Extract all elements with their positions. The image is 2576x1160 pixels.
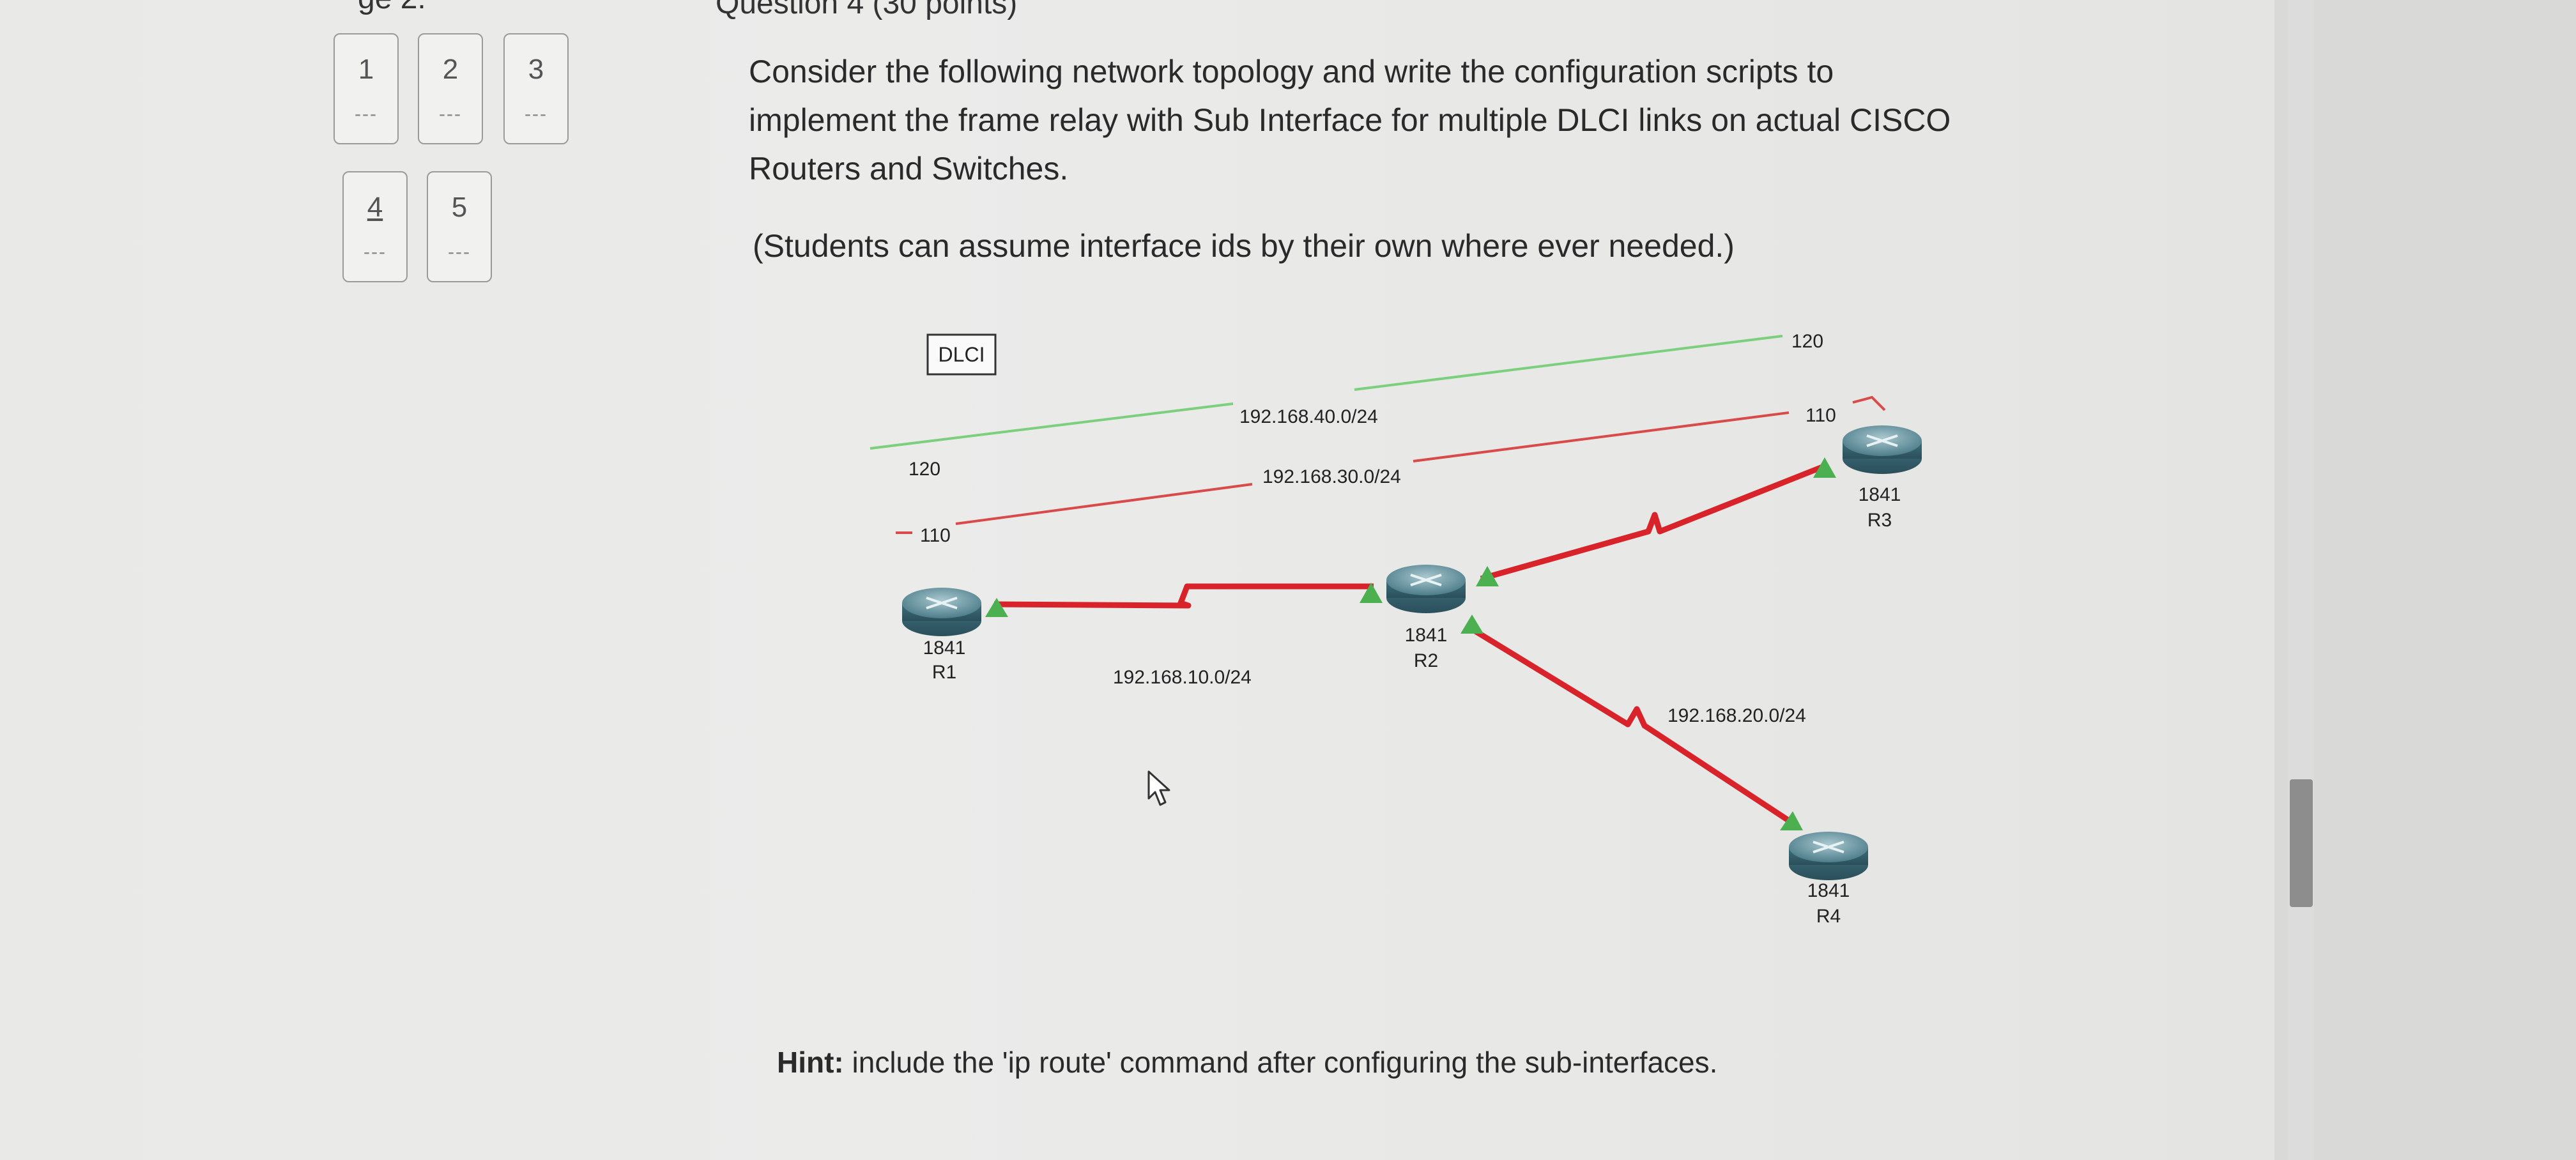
dlci-120-path [870,335,1783,450]
hint-text: Hint: include the 'ip route' command aft… [777,1045,1717,1080]
router-r1-name: R1 [932,662,956,683]
question-text: Consider the following network topology … [749,54,1951,187]
question-nav-number: 3 [528,54,544,85]
question-nav-1[interactable]: 1 --- [334,33,399,144]
scrollbar-thumb[interactable] [2290,779,2313,907]
question-note: (Students can assume interface ids by th… [753,228,1735,264]
serial-link-r1-r2 [993,583,1374,609]
dlci-label-r1-110: 110 [920,525,951,546]
router-icon-arrows [1866,434,1898,447]
router-r3-model: 1841 [1859,484,1901,505]
hint-label: Hint: [777,1046,844,1079]
question-title: Question 4 (30 points) [716,0,1018,20]
mouse-cursor-icon [1147,770,1170,806]
router-r2[interactable] [1386,565,1466,613]
port-r2-west [1360,583,1383,603]
question-nav-4[interactable]: 4 --- [342,171,408,282]
router-icon-arrows [926,597,958,609]
question-nav-2[interactable]: 2 --- [418,33,483,144]
dlci-box-label: DLCI [939,343,985,366]
question-nav-number: 2 [442,54,459,85]
router-r4-model: 1841 [1807,880,1850,901]
router-r3[interactable] [1843,425,1922,474]
router-r2-model: 1841 [1405,625,1448,646]
router-r4-name: R4 [1816,906,1841,927]
router-r1-model: 1841 [923,637,966,659]
port-r3 [1813,457,1836,478]
network-label-10: 192.168.10.0/24 [1113,667,1252,688]
question-nav-status: --- [448,241,471,263]
question-nav-5[interactable]: 5 --- [427,171,492,282]
hint-body: include the 'ip route' command after con… [843,1046,1718,1079]
question-nav-number: 5 [451,192,468,223]
question-nav-status: --- [439,103,462,125]
question-nav-status: --- [364,241,387,263]
router-r3-name: R3 [1867,510,1892,531]
question-nav-status: --- [525,103,548,125]
router-r4[interactable] [1789,832,1868,880]
right-panel [2274,0,2576,1160]
port-r2-east [1476,566,1499,586]
page-header-fragment: ge 2: [358,0,426,16]
router-icon-arrows [1410,574,1442,586]
dlci-110-path [896,395,1886,534]
port-r2-south [1460,614,1483,634]
question-nav-number: 1 [358,54,374,85]
port-r4 [1780,811,1803,830]
serial-link-r2-r4 [1465,623,1796,827]
serial-link-r2-r3 [1480,462,1828,582]
dlci-legend-box: DLCI [926,333,997,376]
question-nav-number: 4 [367,192,383,223]
port-r1 [985,598,1008,617]
network-label-20: 192.168.20.0/24 [1667,705,1806,726]
router-r1[interactable] [902,588,981,636]
question-nav-status: --- [355,103,378,125]
dlci-label-r1-120: 120 [908,459,940,480]
dlci-label-r3-120: 120 [1791,331,1823,352]
network-label-30: 192.168.30.0/24 [1262,466,1401,487]
router-r2-name: R2 [1414,650,1438,671]
scrollbar-track[interactable] [2288,0,2314,1160]
port-indicators [985,457,1836,830]
network-label-40: 192.168.40.0/24 [1239,406,1378,427]
dlci-label-r3-110: 110 [1805,405,1836,426]
question-nav-3[interactable]: 3 --- [503,33,569,144]
router-icon-arrows [1813,841,1844,853]
